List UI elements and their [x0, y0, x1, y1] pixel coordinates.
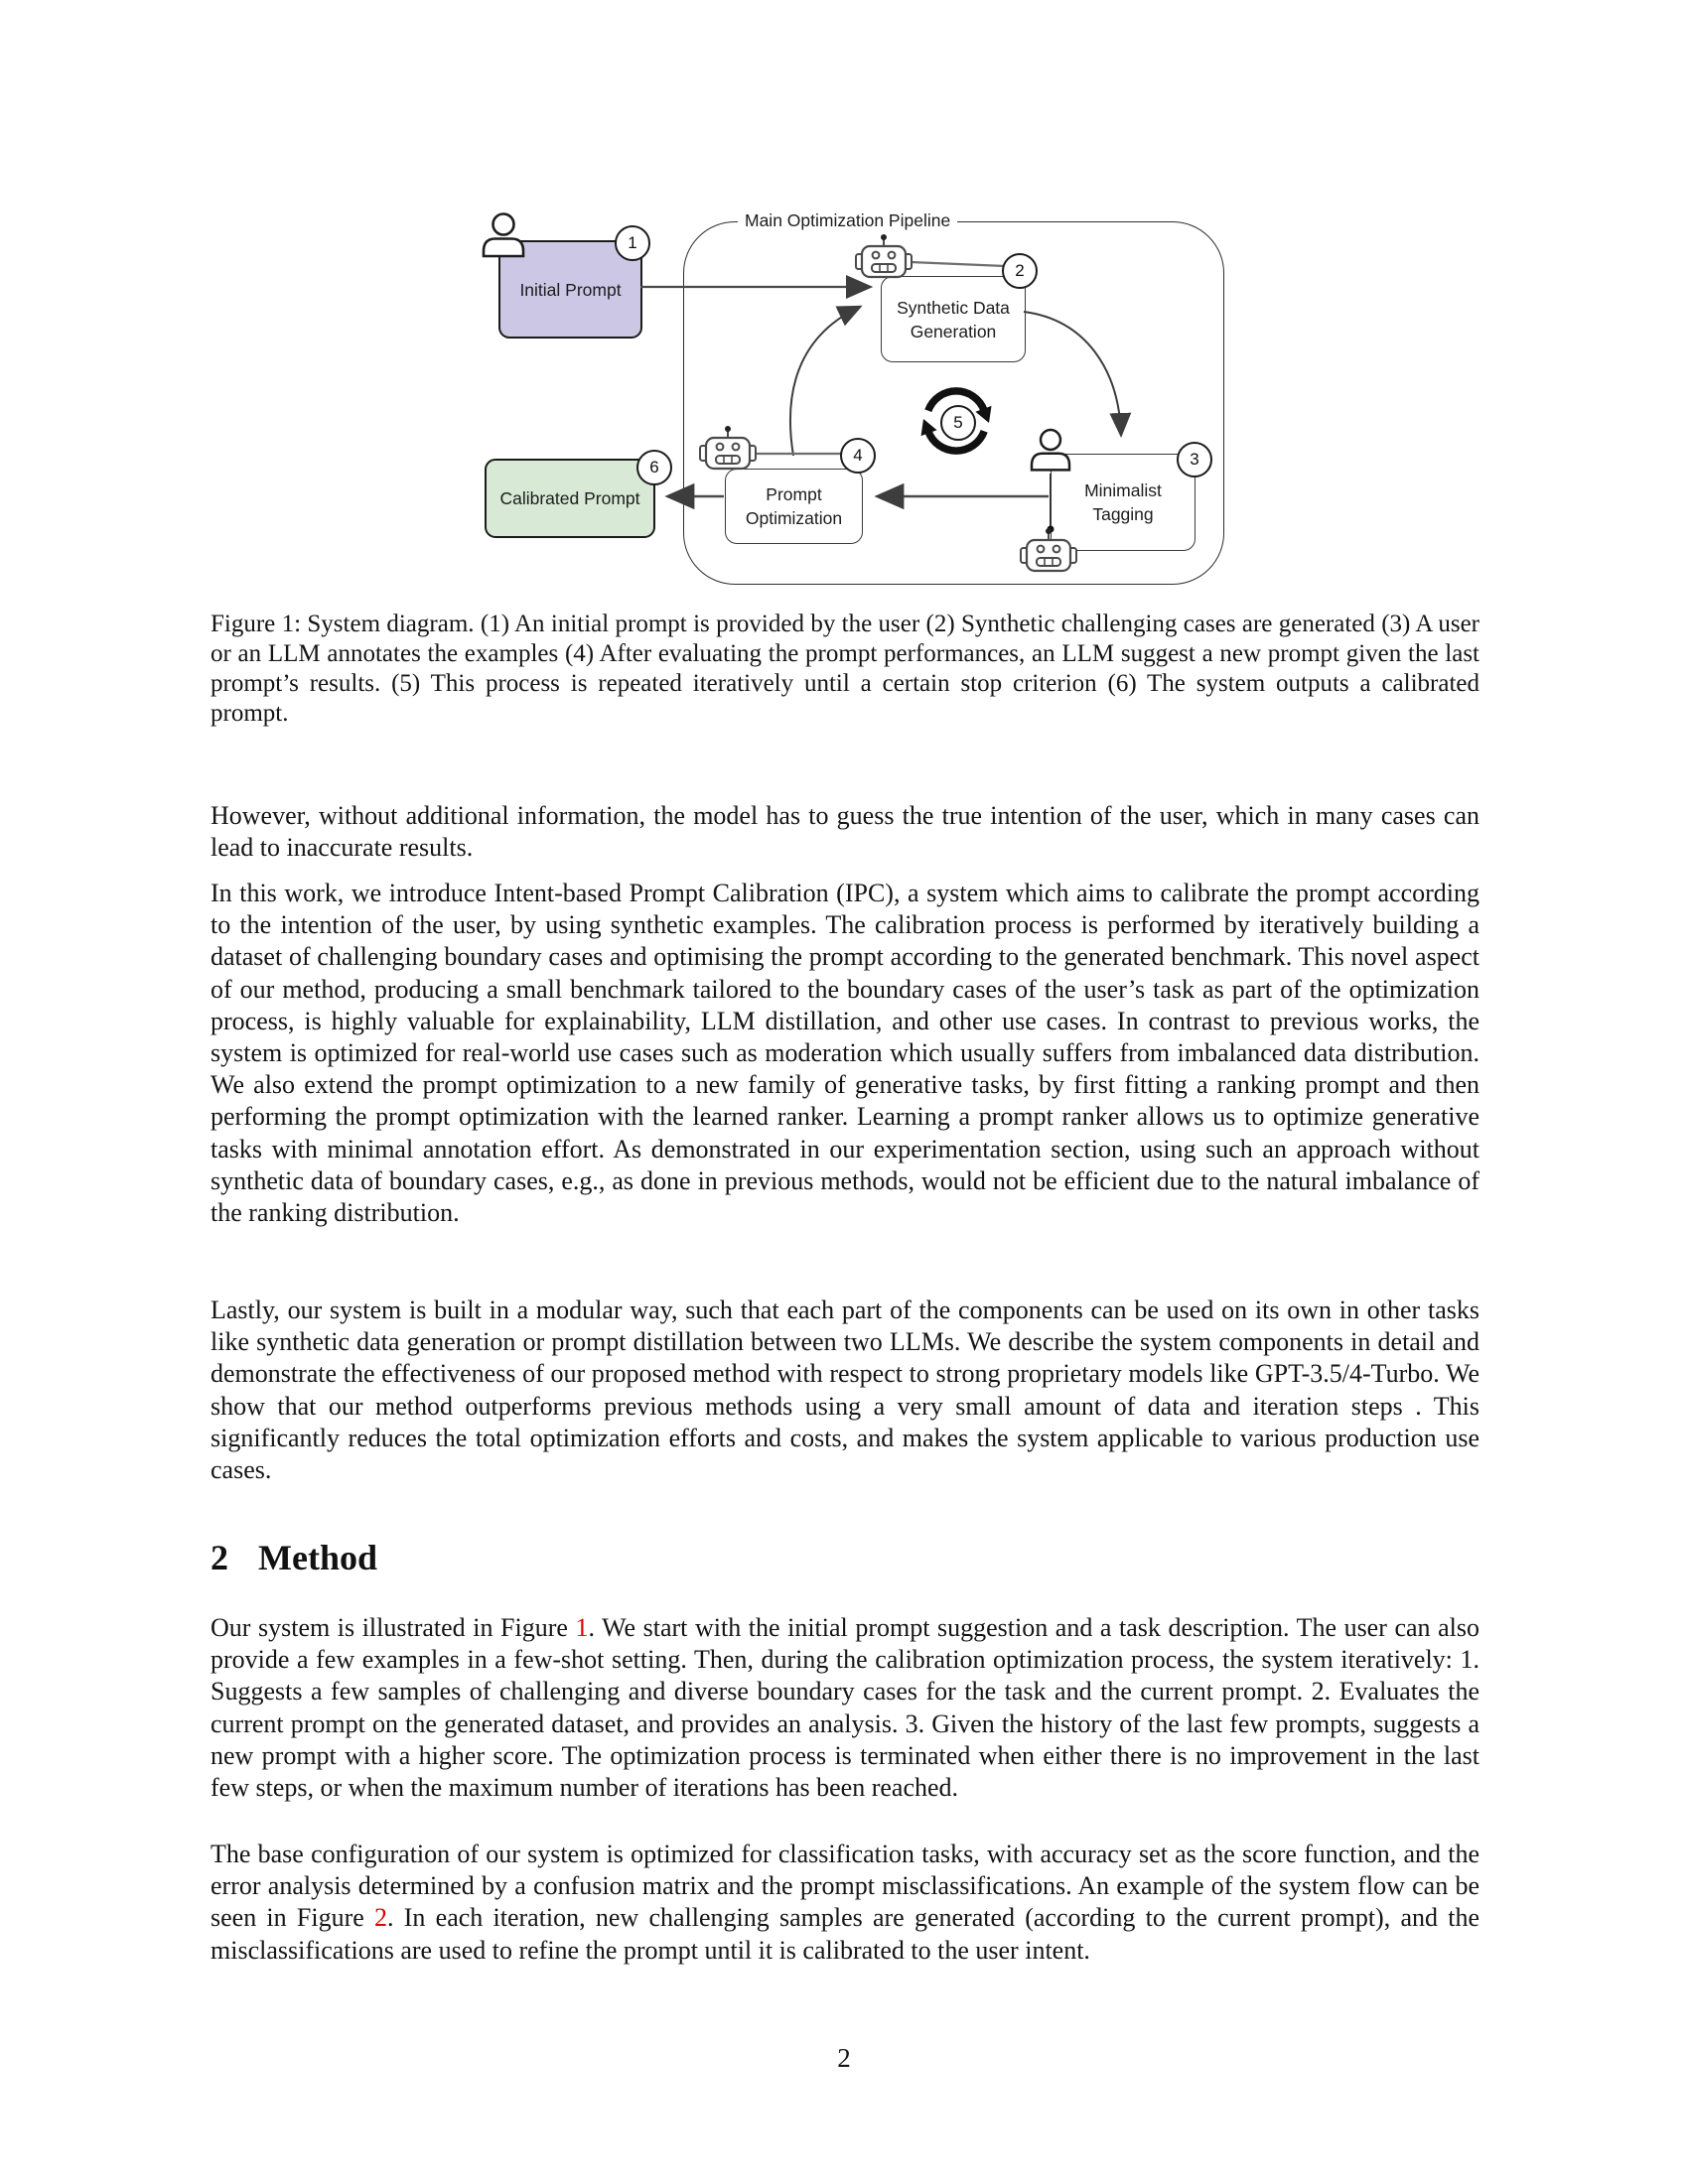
- page-number: 2: [837, 2043, 851, 2073]
- initial-prompt-label: Initial Prompt: [519, 279, 622, 300]
- pipeline-label: Main Optimization Pipeline: [738, 207, 958, 233]
- paragraph: However, without additional information,…: [211, 801, 1479, 863]
- box-label-line: Generation: [910, 321, 997, 341]
- prompt-optimization-box: Prompt Optimization: [725, 469, 863, 544]
- synthetic-data-generation-box: Synthetic Data Generation: [881, 276, 1026, 362]
- box-label-line: Optimization: [745, 508, 843, 528]
- box-label-line: Minimalist: [1084, 480, 1162, 500]
- figure-caption: Figure 1: System diagram. (1) An initial…: [211, 611, 1479, 727]
- step-circle-1: 1: [615, 225, 650, 261]
- minimalist-tagging-box: Minimalist Tagging: [1051, 454, 1196, 551]
- paragraph-text: The base configuration of our system is …: [211, 1840, 1479, 1933]
- figure-1-reference-link[interactable]: 1: [575, 1613, 589, 1642]
- step-circle-6: 6: [636, 450, 672, 485]
- step-circle-5: 5: [940, 405, 976, 441]
- box-label-line: Synthetic Data: [897, 297, 1010, 318]
- paragraph-text: Our system is illustrated in Figure: [211, 1613, 576, 1642]
- step-circle-2: 2: [1002, 253, 1038, 289]
- section-title: Method: [258, 1538, 377, 1577]
- paragraph: Lastly, our system is built in a modular…: [211, 1296, 1479, 1485]
- paragraph: In this work, we introduce Intent-based …: [211, 879, 1479, 1228]
- box-label-line: Tagging: [1092, 504, 1154, 524]
- paragraph: Our system is illustrated in Figure 1. W…: [211, 1612, 1479, 1804]
- step-circle-3: 3: [1177, 442, 1212, 478]
- box-label-line: Prompt: [766, 484, 822, 504]
- section-number: 2: [211, 1538, 228, 1577]
- calibrated-prompt-label: Calibrated Prompt: [499, 488, 640, 508]
- paragraph-text: . We start with the initial prompt sugge…: [211, 1613, 1479, 1803]
- section-heading: 2 Method: [211, 1537, 377, 1578]
- figure-2-reference-link[interactable]: 2: [374, 1903, 388, 1933]
- paragraph-text: . In each iteration, new challenging sam…: [211, 1903, 1479, 1965]
- step-circle-4: 4: [840, 438, 876, 474]
- paragraph: The base configuration of our system is …: [211, 1839, 1479, 1967]
- calibrated-prompt-box: Calibrated Prompt: [485, 459, 655, 538]
